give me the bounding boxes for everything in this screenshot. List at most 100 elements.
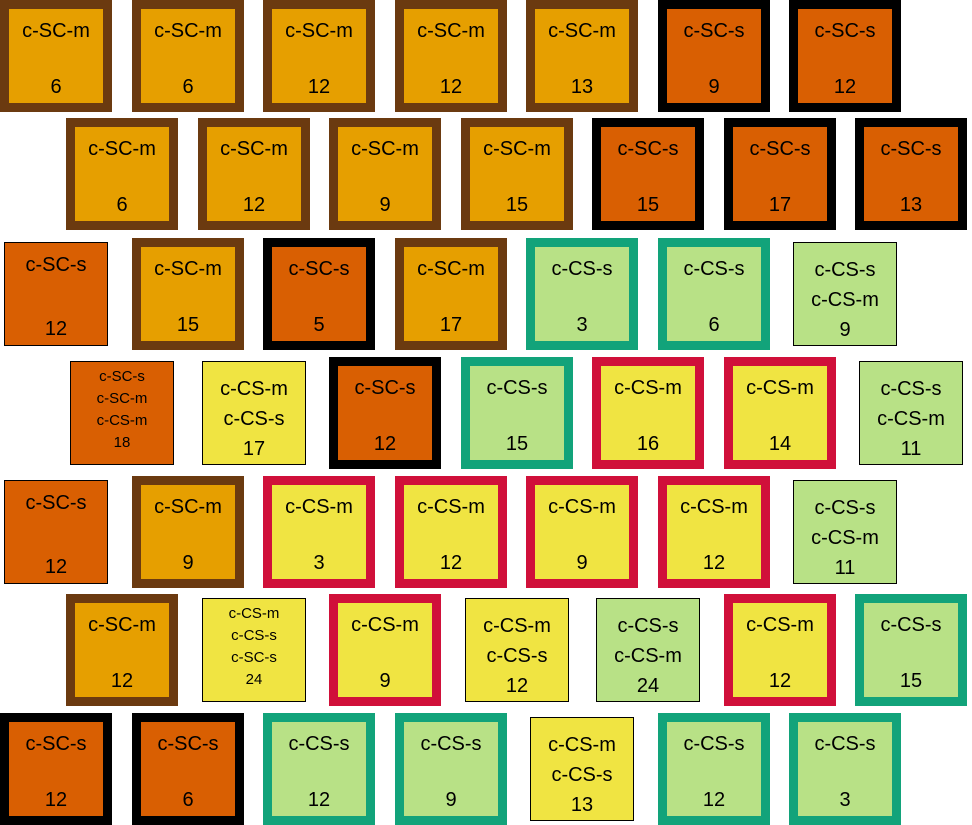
cell-label: c-CS-m [680, 496, 748, 518]
cell-value: 6 [116, 194, 128, 216]
cell-label: c-SC-s [683, 20, 745, 42]
cell-value: 9 [445, 789, 457, 811]
cell-value: 9 [182, 552, 194, 574]
cell-r7-c3: c-CS-s 12 [263, 713, 375, 825]
cell-label: c-SC-s [749, 138, 811, 160]
cell-r3-c3: c-SC-s 5 [263, 238, 375, 350]
cell-value: 15 [899, 670, 923, 692]
cell-label: c-CS-m [548, 496, 616, 518]
cell-value: 24 [245, 671, 263, 688]
cell-label: c-SC-s [99, 368, 145, 385]
cell-value: 15 [505, 433, 529, 455]
cell-value: 15 [636, 194, 660, 216]
cell-value: 12 [242, 194, 266, 216]
cell-label: c-CS-m [351, 614, 419, 636]
cell-value: 13 [899, 194, 923, 216]
cell-label: c-SC-s [880, 138, 942, 160]
cell-value: 12 [44, 318, 68, 340]
cell-label: c-CS-s [551, 764, 613, 786]
cell-label: c-CS-m [228, 605, 280, 622]
cell-value: 15 [176, 314, 200, 336]
cell-label: c-SC-s [25, 254, 87, 276]
cell-value: 6 [182, 76, 194, 98]
cell-value: 9 [839, 319, 851, 341]
cell-value: 12 [373, 433, 397, 455]
cell-label: c-SC-m [88, 614, 156, 636]
cell-label: c-CS-s [814, 259, 876, 281]
cell-r3-c7: c-CS-s c-CS-m 9 [793, 242, 897, 346]
cell-label: c-SC-m [22, 20, 90, 42]
cell-label: c-CS-s [617, 615, 679, 637]
cell-label: c-CS-m [614, 377, 682, 399]
cell-r3-c1: c-SC-s 12 [4, 242, 108, 346]
cell-label: c-SC-s [231, 649, 277, 666]
cell-r2-c5: c-SC-s 15 [592, 118, 704, 230]
cell-value: 12 [439, 76, 463, 98]
cell-label: c-SC-m [220, 138, 288, 160]
cell-label: c-SC-s [288, 258, 350, 280]
cell-r4-c6: c-CS-m 14 [724, 357, 836, 469]
cell-r2-c4: c-SC-m 15 [461, 118, 573, 230]
cell-label: c-SC-m [548, 20, 616, 42]
cell-value: 12 [702, 552, 726, 574]
cell-value: 9 [379, 194, 391, 216]
cell-r2-c7: c-SC-s 13 [855, 118, 967, 230]
cell-label: c-CS-m [96, 412, 148, 429]
cell-label: c-CS-m [746, 377, 814, 399]
cell-label: c-CS-m [220, 378, 288, 400]
cell-value: 3 [839, 789, 851, 811]
cell-value: 17 [768, 194, 792, 216]
cell-value: 12 [307, 789, 331, 811]
cell-label: c-CS-s [551, 258, 613, 280]
cell-value: 11 [834, 557, 856, 579]
cell-label: c-SC-m [154, 20, 222, 42]
cell-label: c-CS-m [877, 408, 945, 430]
cell-label: c-CS-s [288, 733, 350, 755]
cell-value: 12 [768, 670, 792, 692]
cell-label: c-CS-m [285, 496, 353, 518]
cell-label: c-CS-m [811, 289, 879, 311]
cell-value: 13 [570, 76, 594, 98]
cell-r5-c6: c-CS-m 12 [658, 476, 770, 588]
cell-label: c-CS-m [614, 645, 682, 667]
cell-value: 12 [44, 789, 68, 811]
cell-label: c-SC-s [617, 138, 679, 160]
cell-value: 12 [110, 670, 134, 692]
cell-value: 5 [313, 314, 325, 336]
cell-value: 3 [576, 314, 588, 336]
cell-value: 14 [768, 433, 792, 455]
cell-value: 15 [505, 194, 529, 216]
cell-value: 12 [833, 76, 857, 98]
cell-value: 9 [708, 76, 720, 98]
cell-value: 12 [702, 789, 726, 811]
cell-label: c-CS-m [417, 496, 485, 518]
cell-label: c-SC-s [814, 20, 876, 42]
cell-label: c-CS-s [486, 377, 548, 399]
cell-label: c-CS-m [811, 527, 879, 549]
cell-r1-c5: c-SC-m 13 [526, 0, 638, 112]
cell-r3-c4: c-SC-m 17 [395, 238, 507, 350]
cell-value: 13 [570, 794, 594, 816]
cell-value: 17 [439, 314, 463, 336]
cell-value: 12 [307, 76, 331, 98]
cell-label: c-SC-m [154, 496, 222, 518]
cell-label: c-SC-m [483, 138, 551, 160]
cell-label: c-CS-s [486, 645, 548, 667]
cell-label: c-SC-m [417, 258, 485, 280]
